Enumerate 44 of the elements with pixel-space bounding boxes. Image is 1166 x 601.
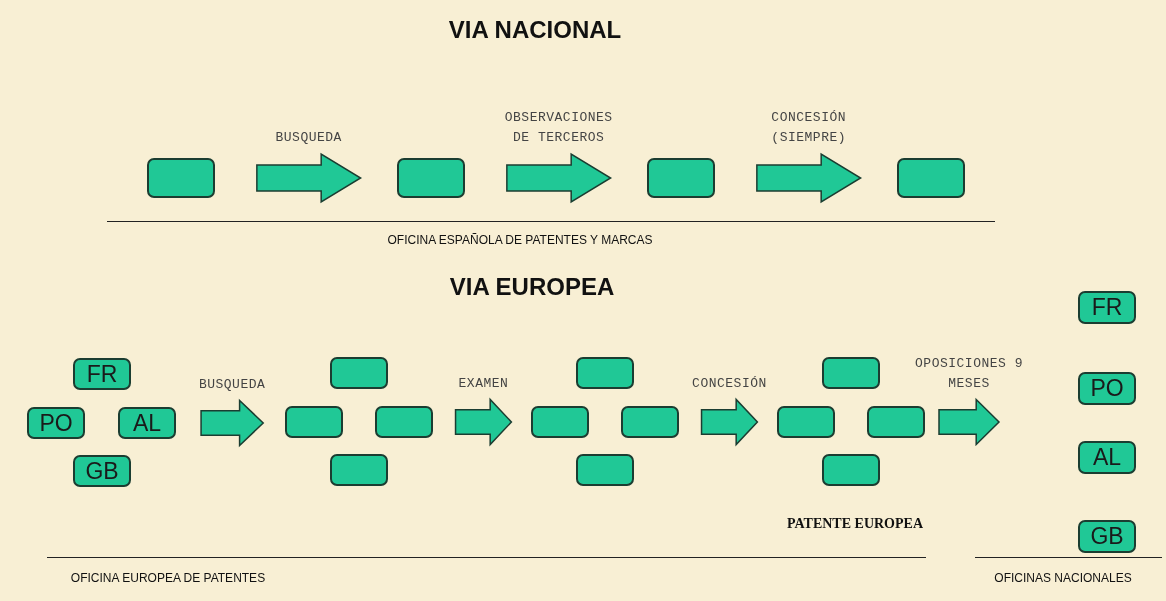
block-arrow <box>506 152 613 204</box>
office-caption: OFICINA EUROPEA DE PATENTES <box>70 571 266 585</box>
process-box <box>897 158 965 198</box>
edge-label: CONCESIÓN (SIEMPRE) <box>770 109 848 147</box>
country-box: GB <box>1078 520 1136 553</box>
process-box <box>867 406 925 438</box>
edge-label: BUSQUEDA <box>197 375 267 394</box>
block-arrow <box>256 152 363 204</box>
edge-label: OPOSICIONES 9 MESES <box>914 354 1024 393</box>
country-box: AL <box>1078 441 1136 474</box>
country-box: GB <box>73 455 131 487</box>
process-box <box>576 454 634 486</box>
country-box: FR <box>73 358 131 390</box>
block-arrow <box>700 397 759 447</box>
edge-label: OBSERVACIONES DE TERCEROS <box>503 109 614 147</box>
block-arrow <box>454 397 513 447</box>
process-box <box>147 158 215 198</box>
country-box: AL <box>118 407 176 439</box>
process-box <box>330 454 388 486</box>
edge-label: BUSQUEDA <box>274 129 343 147</box>
process-box <box>777 406 835 438</box>
edge-label: CONCESIÓN <box>691 374 768 393</box>
process-box <box>822 357 880 389</box>
process-box <box>285 406 343 438</box>
process-box <box>647 158 715 198</box>
edge-label: EXAMEN <box>457 374 510 393</box>
country-box: FR <box>1078 291 1136 324</box>
process-box <box>330 357 388 389</box>
process-box <box>375 406 433 438</box>
section-heading: VIA NACIONAL <box>448 16 622 44</box>
country-box: PO <box>1078 372 1136 405</box>
block-arrow <box>200 398 265 448</box>
process-box <box>621 406 679 438</box>
process-box <box>576 357 634 389</box>
process-box <box>531 406 589 438</box>
office-caption: OFICINAS NACIONALES <box>994 571 1132 585</box>
result-caption: PATENTE EUROPEA <box>787 516 923 532</box>
process-box <box>397 158 465 198</box>
block-arrow <box>938 397 1001 447</box>
office-caption: OFICINA ESPAÑOLA DE PATENTES Y MARCAS <box>387 233 653 247</box>
country-box: PO <box>27 407 85 439</box>
block-arrow <box>756 152 863 204</box>
process-box <box>822 454 880 486</box>
section-heading: VIA EUROPEA <box>449 273 615 301</box>
